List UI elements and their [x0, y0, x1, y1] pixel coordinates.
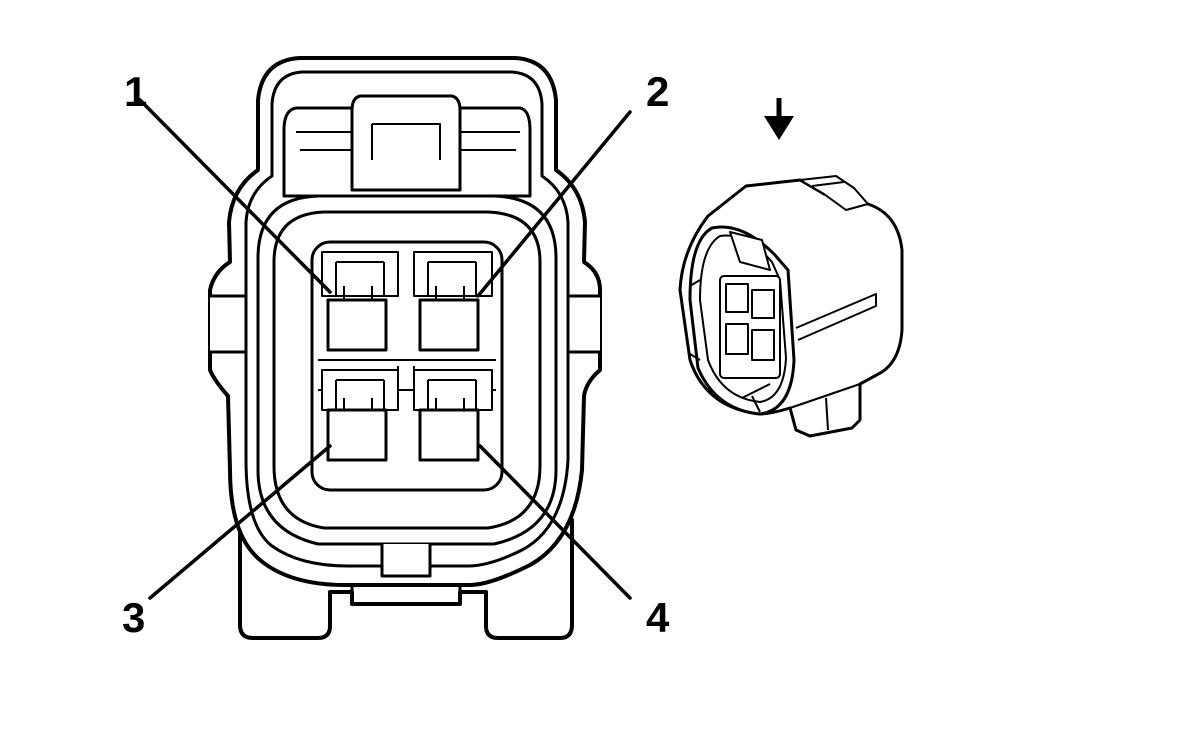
- pin-labels: 1 2 3 4: [122, 68, 670, 641]
- seal-ring-outer: [256, 194, 558, 546]
- leader-lines: [138, 98, 632, 600]
- pin-label-1: 1: [124, 68, 147, 115]
- terminal-pin-1: [321, 251, 399, 352]
- side-tab-left: [210, 294, 248, 354]
- key-notch: [380, 544, 432, 578]
- leader-line-pin-3: [148, 444, 332, 600]
- connector-isometric-view: [678, 175, 904, 438]
- latch-tab: [350, 94, 462, 192]
- terminal-pin-4: [413, 369, 493, 462]
- pin-label-4: 4: [646, 594, 670, 641]
- leader-line-pin-1: [138, 98, 332, 294]
- leader-line-pin-2: [476, 110, 632, 298]
- connector-front-view: [208, 56, 602, 640]
- terminal-pin-3: [321, 369, 399, 462]
- terminal-pin-2: [413, 251, 493, 352]
- pin-label-2: 2: [646, 68, 669, 115]
- leader-line-pin-4: [478, 444, 632, 600]
- pin-label-3: 3: [122, 594, 145, 641]
- arrow-down-icon: [764, 98, 794, 140]
- side-tab-right: [566, 294, 600, 354]
- seal-ring-inner: [272, 210, 542, 530]
- iso-terminal-grid: [719, 275, 781, 379]
